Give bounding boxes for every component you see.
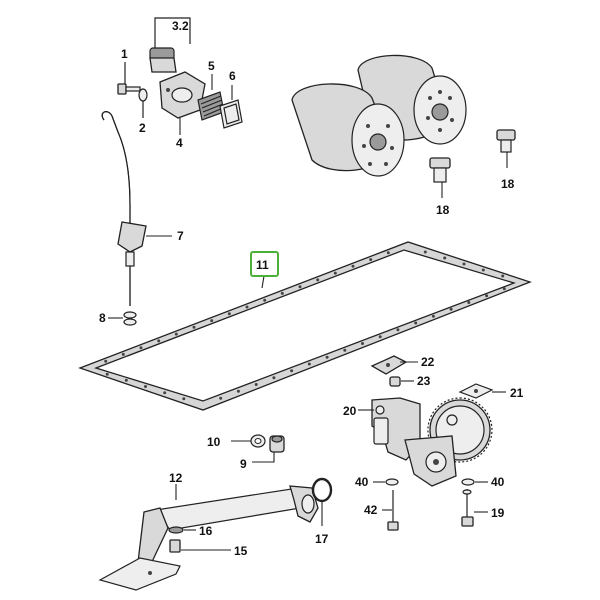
gasket-bolt-hole (361, 342, 364, 345)
callout-18-right: 18 (501, 177, 515, 191)
gasket-bolt-hole (105, 372, 109, 376)
gasket-bolt-hole (272, 376, 276, 380)
gasket-bolt-hole (343, 348, 347, 352)
gasket-bolt-hole (124, 378, 128, 382)
gasket-bolt-hole (307, 362, 311, 366)
gasket-bolt-hole (431, 314, 435, 318)
gasket-bolt-hole (325, 355, 329, 359)
callout-5: 5 (208, 59, 215, 73)
part-18-plug-right[interactable] (496, 129, 516, 153)
gasket-bolt-hole (333, 271, 337, 275)
part-1-bolt[interactable] (117, 62, 141, 95)
gasket-bolt-hole (501, 274, 505, 278)
part-42-bolt[interactable] (387, 490, 399, 531)
callout-15: 15 (234, 544, 248, 558)
part-9-drain-plug[interactable] (269, 435, 285, 453)
gasket-bolt-hole (192, 325, 196, 329)
gasket-bolt-hole (449, 307, 453, 311)
callout-23: 23 (417, 374, 431, 388)
gasket-bolt-hole (290, 369, 294, 373)
part-7-dipstick-tube[interactable] (101, 111, 147, 306)
part-15-bolt[interactable] (169, 539, 181, 553)
gasket-bolt-hole (280, 291, 284, 295)
oil-filter-front[interactable] (291, 83, 405, 177)
gasket-bolt-hole (157, 339, 161, 343)
callout-16: 16 (199, 524, 213, 538)
part-18-plug-left[interactable] (429, 157, 451, 183)
part-3-2-oil-filler-cap[interactable] (149, 17, 191, 73)
gasket-bolt-hole (351, 264, 355, 268)
gasket-bolt-hole (423, 250, 427, 254)
gasket-bolt-hole (182, 397, 186, 401)
gasket-bolt-hole (378, 335, 382, 339)
highlight-box-11 (250, 251, 279, 277)
gasket-bolt-hole (502, 287, 506, 291)
part-20-oil-pump[interactable] (371, 397, 493, 487)
gasket-bolt-hole (121, 352, 125, 356)
gasket-bolt-hole (144, 385, 147, 388)
gasket-bolt-hole (316, 278, 320, 282)
part-2-washer[interactable] (138, 88, 148, 118)
part-40-washer-right[interactable] (461, 478, 475, 486)
part-10-sealing-ring[interactable] (250, 434, 266, 448)
callout-21: 21 (510, 386, 524, 400)
part-22-flange[interactable] (370, 355, 408, 375)
gasket-bolt-hole (481, 268, 485, 272)
gasket-bolt-hole (210, 319, 214, 323)
callout-18-left: 18 (436, 203, 450, 217)
part-4-filler-neck[interactable] (159, 71, 206, 119)
gasket-bolt-hole (227, 312, 231, 316)
callout-9: 9 (240, 457, 247, 471)
gasket-bolt-hole (462, 262, 466, 266)
gasket-bolt-hole (369, 258, 373, 262)
callout-20: 20 (343, 404, 357, 418)
callout-3-2: 3.2 (172, 19, 189, 33)
callout-11: 11 (256, 258, 269, 272)
callout-8: 8 (99, 311, 106, 325)
gasket-bolt-hole (414, 321, 418, 325)
callout-12: 12 (169, 471, 183, 485)
gasket-bolt-hole (163, 391, 167, 395)
callout-40-left: 40 (355, 475, 369, 489)
gasket-bolt-hole (467, 301, 471, 304)
part-23-sleeve[interactable] (389, 376, 401, 387)
gasket-bolt-hole (298, 285, 302, 289)
callout-40-right: 40 (491, 475, 505, 489)
part-16-washer[interactable] (168, 526, 184, 534)
gasket-bolt-hole (139, 346, 143, 350)
part-12-oil-pickup-pipe[interactable] (98, 485, 319, 591)
callout-10: 10 (207, 435, 221, 449)
callout-2: 2 (139, 121, 146, 135)
callout-6: 6 (229, 69, 236, 83)
part-40-washer-left[interactable] (385, 478, 399, 486)
gasket-bolt-hole (104, 359, 108, 363)
gasket-bolt-hole (443, 256, 447, 260)
part-21-gasket[interactable] (458, 383, 494, 399)
callout-1: 1 (121, 47, 128, 61)
callout-42: 42 (364, 503, 378, 517)
gasket-bolt-hole (396, 328, 400, 332)
gasket-bolt-hole (174, 332, 178, 336)
gasket-bolt-hole (263, 298, 267, 302)
gasket-bolt-holes (104, 250, 506, 401)
part-17-o-ring[interactable] (311, 477, 333, 503)
callout-19: 19 (491, 506, 505, 520)
part-8-o-rings[interactable] (123, 311, 137, 326)
callout-4: 4 (176, 136, 183, 150)
gasket-bolt-hole (219, 396, 223, 400)
callout-22: 22 (421, 355, 435, 369)
part-11-oil-pan-gasket[interactable] (78, 241, 532, 411)
gasket-bolt-hole (254, 383, 258, 386)
gasket-bolt-hole (485, 294, 489, 298)
gasket-bolt-hole (236, 389, 240, 393)
gasket-bolt-hole (245, 305, 249, 309)
part-6-gasket[interactable] (219, 99, 243, 129)
gasket-bolt-hole (386, 251, 390, 255)
callout-17: 17 (315, 532, 329, 546)
callout-7: 7 (177, 229, 184, 243)
part-19-bolt[interactable] (461, 489, 474, 527)
